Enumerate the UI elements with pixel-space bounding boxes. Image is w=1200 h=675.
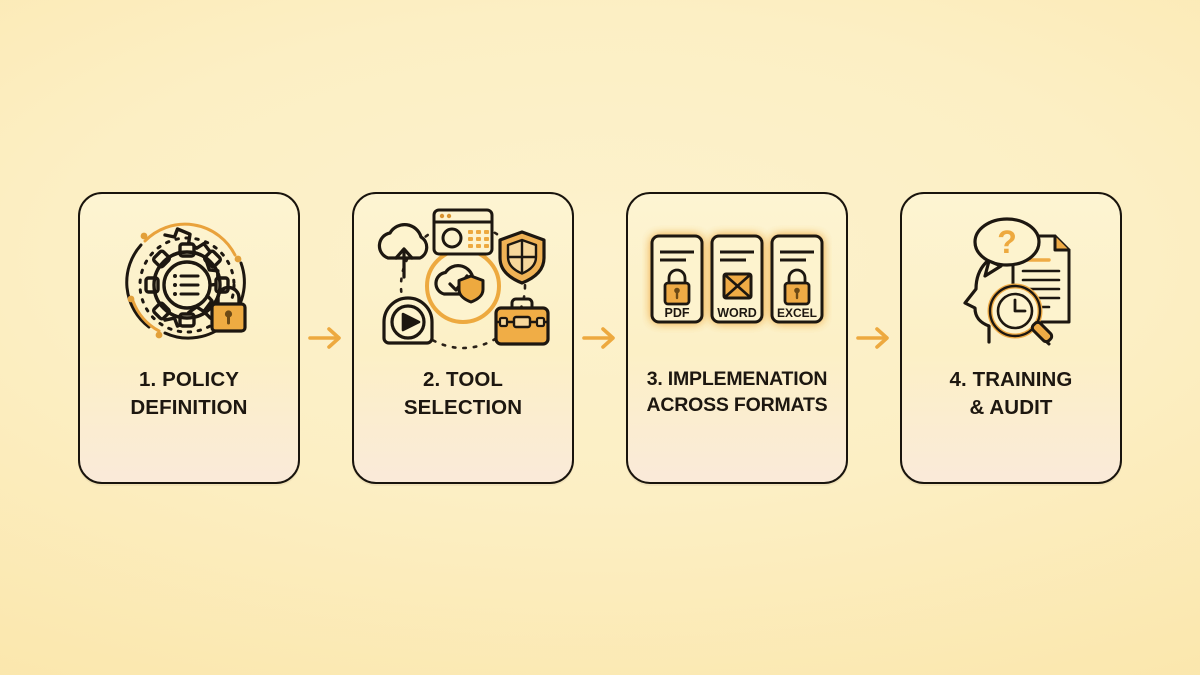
step-3-caption-line2: ACROSS FORMATS [646, 394, 828, 417]
step-3-caption-line1: 3. IMPLEMENATION [646, 367, 828, 390]
locked-documents-icon: PDF WORD [650, 234, 824, 323]
svg-text:EXCEL: EXCEL [777, 306, 817, 320]
step-2-caption-line1: 2. TOOL [422, 367, 504, 391]
arrow-right-icon [582, 326, 615, 349]
document-pdf: PDF [650, 234, 704, 323]
step-1-caption-line2: DEFINITION [130, 395, 248, 419]
svg-text:?: ? [997, 224, 1017, 260]
training-audit-icon: ? [963, 216, 1071, 345]
step-1-caption-line1: 1. POLICY [138, 367, 239, 391]
step-card-implementation-across-formats[interactable]: PDF WORD [626, 191, 848, 484]
svg-text:WORD: WORD [717, 306, 757, 320]
step-4-caption-line1: 4. TRAINING [949, 367, 1073, 391]
connector-arrow-2 [574, 318, 626, 358]
step-3-caption: 3. IMPLEMENATION ACROSS FORMATS [628, 366, 846, 420]
step-2-illustration [354, 194, 572, 366]
step-1-illustration [80, 194, 298, 366]
step-card-policy-definition[interactable]: 1. POLICY DEFINITION [78, 191, 300, 484]
step-4-illustration: ? [902, 194, 1120, 366]
step-2-caption: 2. TOOL SELECTION [354, 366, 572, 423]
svg-text:PDF: PDF [665, 306, 690, 320]
connector-arrow-1 [300, 318, 352, 358]
connector-arrow-3 [848, 318, 900, 358]
step-3-illustration: PDF WORD [628, 194, 846, 366]
arrow-right-icon [308, 326, 341, 349]
arrow-right-icon [856, 326, 889, 349]
step-4-caption: 4. TRAINING & AUDIT [902, 366, 1120, 423]
step-card-tool-selection[interactable]: 2. TOOL SELECTION [352, 191, 574, 484]
step-4-caption-line2: & AUDIT [969, 395, 1053, 419]
document-word: WORD [710, 234, 764, 323]
step-2-caption-line2: SELECTION [403, 395, 523, 419]
cloud-tools-cluster-icon [377, 208, 550, 349]
step-card-training-audit[interactable]: ? 4. TRAINING & AUDIT [900, 191, 1122, 484]
document-excel: EXCEL [770, 234, 824, 323]
gear-lock-icon [125, 222, 247, 340]
step-1-caption: 1. POLICY DEFINITION [80, 366, 298, 423]
